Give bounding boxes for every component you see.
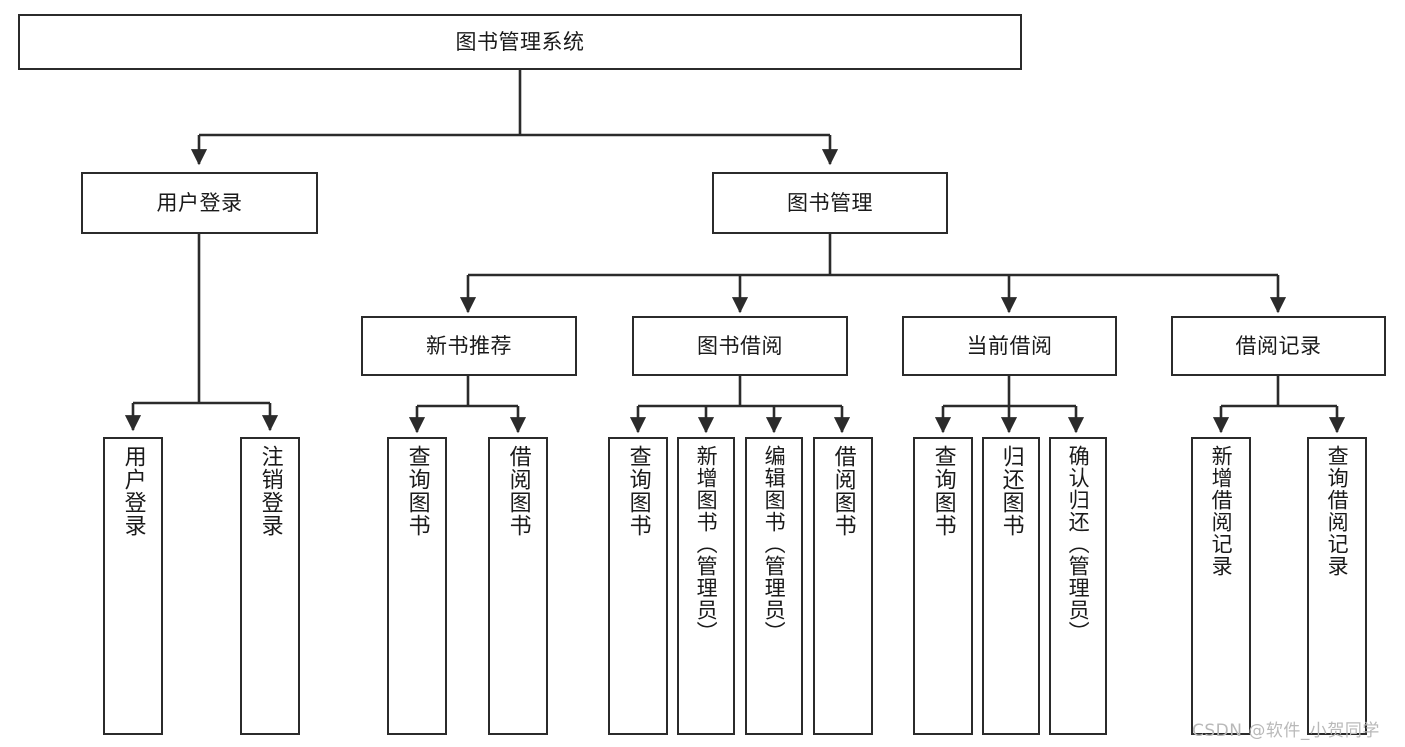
node-leaf-borrow-book-2[interactable]: 借阅图书 <box>813 437 873 735</box>
node-leaf-edit-book[interactable]: 编辑图书（管理员） <box>745 437 803 735</box>
node-leaf-add-book[interactable]: 新增图书（管理员） <box>677 437 735 735</box>
node-leaf-user-login-label: 用户登录 <box>120 445 146 537</box>
node-leaf-edit-book-label: 编辑图书（管理员） <box>762 445 787 643</box>
node-borrow-record[interactable]: 借阅记录 <box>1171 316 1386 376</box>
node-leaf-add-book-label: 新增图书（管理员） <box>694 445 719 643</box>
node-leaf-query-record-label: 查询借阅记录 <box>1325 445 1350 577</box>
node-leaf-query-book-3[interactable]: 查询图书 <box>913 437 973 735</box>
node-leaf-confirm-return[interactable]: 确认归还（管理员） <box>1049 437 1107 735</box>
node-leaf-query-book-2[interactable]: 查询图书 <box>608 437 668 735</box>
node-leaf-add-record[interactable]: 新增借阅记录 <box>1191 437 1251 735</box>
node-leaf-user-login[interactable]: 用户登录 <box>103 437 163 735</box>
node-user-login-label: 用户登录 <box>156 190 243 215</box>
node-leaf-query-book-1-label: 查询图书 <box>404 445 430 537</box>
node-user-login[interactable]: 用户登录 <box>81 172 318 234</box>
node-leaf-return-book-label: 归还图书 <box>998 445 1024 537</box>
node-root[interactable]: 图书管理系统 <box>18 14 1022 70</box>
node-leaf-return-book[interactable]: 归还图书 <box>982 437 1040 735</box>
csdn-watermark: CSDN @软件_小贺同学 <box>1192 721 1380 741</box>
node-leaf-query-record[interactable]: 查询借阅记录 <box>1307 437 1367 735</box>
node-leaf-logout-login[interactable]: 注销登录 <box>240 437 300 735</box>
node-leaf-add-record-label: 新增借阅记录 <box>1209 445 1234 577</box>
node-book-borrow[interactable]: 图书借阅 <box>632 316 848 376</box>
node-book-manage[interactable]: 图书管理 <box>712 172 948 234</box>
node-book-borrow-label: 图书借阅 <box>697 333 783 358</box>
node-leaf-query-book-3-label: 查询图书 <box>930 445 956 537</box>
node-root-label: 图书管理系统 <box>455 29 585 54</box>
node-leaf-borrow-book-1[interactable]: 借阅图书 <box>488 437 548 735</box>
node-current-borrow-label: 当前借阅 <box>966 333 1053 358</box>
node-borrow-record-label: 借阅记录 <box>1235 333 1322 358</box>
node-leaf-borrow-book-1-label: 借阅图书 <box>505 445 531 537</box>
node-leaf-query-book-2-label: 查询图书 <box>625 445 651 537</box>
node-current-borrow[interactable]: 当前借阅 <box>902 316 1117 376</box>
node-leaf-logout-login-label: 注销登录 <box>257 445 283 537</box>
node-book-manage-label: 图书管理 <box>787 190 873 215</box>
node-new-book-recommend[interactable]: 新书推荐 <box>361 316 577 376</box>
node-leaf-borrow-book-2-label: 借阅图书 <box>830 445 856 537</box>
node-leaf-confirm-return-label: 确认归还（管理员） <box>1066 445 1091 643</box>
node-new-book-recommend-label: 新书推荐 <box>426 333 512 358</box>
node-leaf-query-book-1[interactable]: 查询图书 <box>387 437 447 735</box>
